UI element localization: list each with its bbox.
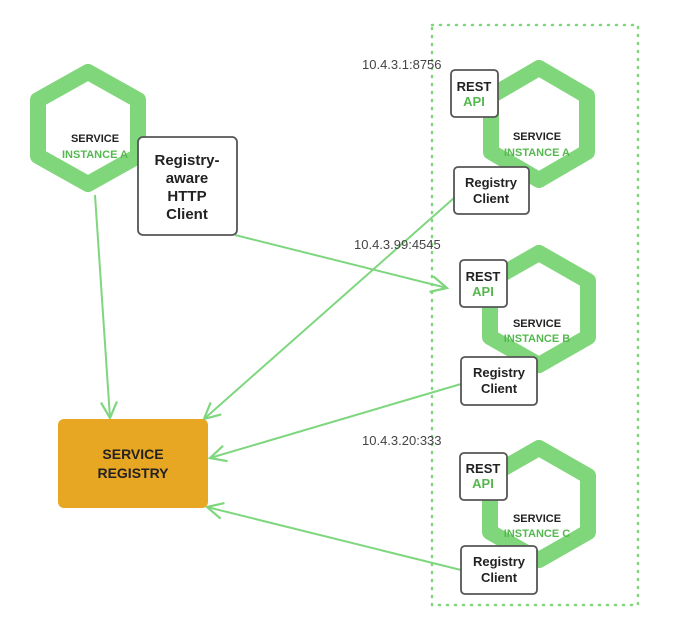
instance-b-rest-line1: REST [466,269,501,284]
service-registry-line1: SERVICE [102,446,163,462]
instance-b-address: 10.4.3.99:4545 [354,237,441,252]
instance-a-hexagon [483,60,595,188]
service-instance-a: 10.4.3.1:8756 SERVICE INSTANCE A REST AP… [362,57,595,215]
http-client-line3: HTTP [167,188,206,205]
service-instance-b: 10.4.3.99:4545 SERVICE INSTANCE B REST A… [354,237,596,406]
instance-b-client-line1: Registry [473,365,526,380]
instance-b-registry-client-box [460,356,538,406]
instance-a-address: 10.4.3.1:8756 [362,57,442,72]
instance-c-client-line2: Client [481,570,518,585]
registry-aware-http-client: Registry- aware HTTP Client [137,136,238,236]
http-client-box [137,136,238,236]
client-service-instance-a: SERVICE INSTANCE A [30,64,146,192]
service-registry-box [58,419,208,508]
instance-a-rest-api-box [450,69,499,118]
instance-a-service-line1: SERVICE [513,131,561,143]
connection-arrows [94,194,462,571]
http-client-line1: Registry- [154,152,219,169]
instance-a-service-line2: INSTANCE A [504,147,570,159]
service-instance-c: 10.4.3.20:333 SERVICE INSTANCE C REST AP… [362,433,596,595]
instance-c-service-line1: SERVICE [513,513,561,525]
instance-c-rest-line2: API [472,476,494,491]
client-service-line1: SERVICE [71,133,119,145]
http-client-line2: aware [166,170,209,187]
instance-c-address: 10.4.3.20:333 [362,433,442,448]
instance-c-registry-client-box [460,545,538,595]
client-service-hexagon [30,64,146,192]
instance-b-service-line2: INSTANCE B [504,333,570,345]
arrow-registry-client-a-to-registry [204,197,455,419]
instance-a-client-line2: Client [473,191,510,206]
instance-a-rest-line2: API [463,94,485,109]
instance-c-rest-api-box [459,452,508,501]
http-client-line4: Client [166,206,208,223]
instance-b-rest-api-box [459,259,508,308]
instance-b-rest-line2: API [472,284,494,299]
arrow-registry-client-c-to-registry [207,507,462,571]
instance-a-rest-line1: REST [457,79,492,94]
instance-c-service-line2: INSTANCE C [504,528,570,540]
service-registry: SERVICE REGISTRY [58,419,208,508]
instance-b-client-line2: Client [481,381,518,396]
client-service-line2: INSTANCE A [62,149,128,161]
instance-c-rest-line1: REST [466,461,501,476]
instance-a-registry-client-box [453,166,530,215]
instance-c-client-line1: Registry [473,554,526,569]
instances-boundary [430,23,640,607]
instance-b-service-line1: SERVICE [513,318,561,330]
service-registry-line2: REGISTRY [97,465,169,481]
arrow-http-client-to-instance-b [234,234,447,288]
arrow-service-to-registry [94,194,110,418]
arrow-registry-client-b-to-registry [210,383,462,458]
instance-a-client-line1: Registry [465,175,518,190]
